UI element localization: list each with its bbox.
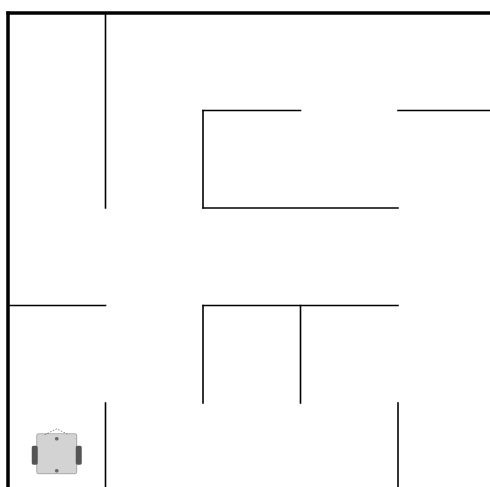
robot-left-wheel	[32, 446, 38, 465]
robot	[32, 429, 82, 474]
robot-right-wheel	[76, 446, 82, 465]
robot-caster	[55, 469, 59, 473]
robot-sensor-front	[55, 437, 59, 441]
